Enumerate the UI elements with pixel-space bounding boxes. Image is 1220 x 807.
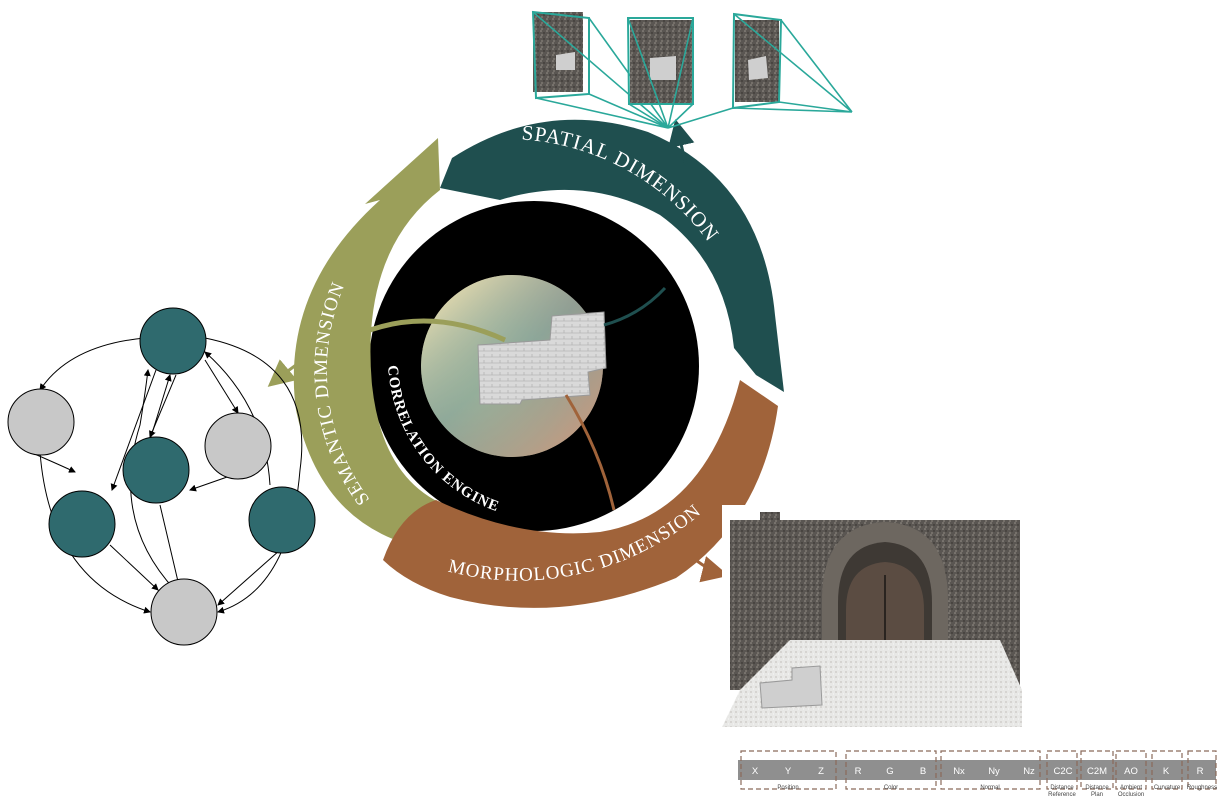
graph-edge <box>109 544 159 591</box>
feature-cell-label: AO <box>1124 766 1138 777</box>
arrow-to-graph <box>267 359 298 387</box>
feature-cell-label: B <box>920 766 926 777</box>
feature-group-label: Roughness <box>1187 785 1217 791</box>
feature-group-label: Normal <box>980 785 999 791</box>
feature-cell-label: C2C <box>1053 766 1072 777</box>
link-to-semantic <box>361 318 507 343</box>
feature-group-label: Curvature <box>1154 785 1181 791</box>
camera-view <box>626 17 694 129</box>
feature-cell-label: R <box>1197 766 1204 777</box>
graph-edge <box>39 337 146 391</box>
feature-group-label: Reference <box>1048 792 1076 798</box>
feature-cell-label: X <box>752 766 759 777</box>
graph-node <box>150 578 218 646</box>
graph-edge <box>110 369 157 491</box>
feature-cell-label: Nz <box>1023 766 1035 777</box>
graph-edge <box>204 351 271 486</box>
camera-views <box>531 10 853 129</box>
center-artifact <box>477 311 607 405</box>
graph-node <box>139 307 207 375</box>
feature-group-box <box>845 750 937 790</box>
feature-cell-label: K <box>1163 766 1170 777</box>
graph-node <box>48 490 116 558</box>
feature-cell-label: Y <box>785 766 792 777</box>
graph-edge <box>159 504 183 591</box>
feature-group-label: Occlusion <box>1118 792 1144 798</box>
graph-edge <box>189 475 231 492</box>
feature-strip: X Y Z R G B Nx Ny Nz C2C C2M AO K R Position Color Norma… <box>738 750 1217 798</box>
feature-group-box <box>1187 750 1217 790</box>
arrow-to-pointcloud <box>688 553 729 583</box>
link-to-spatial <box>603 286 667 327</box>
graph-edge <box>149 374 172 441</box>
feature-cell-label: C2M <box>1087 766 1107 777</box>
feature-strip-background <box>738 760 1216 780</box>
morphologic-arrow <box>383 380 778 608</box>
feature-group-box <box>1151 750 1183 790</box>
feature-group-box <box>940 750 1041 790</box>
point-cloud-image <box>722 505 1022 727</box>
feature-group-label: Ambient <box>1120 785 1142 791</box>
feature-group-label: Position <box>777 785 798 791</box>
feature-group-box <box>740 750 837 790</box>
feature-cell-label: Ny <box>988 766 1000 777</box>
feature-group-box <box>1115 750 1147 790</box>
feature-group-box <box>1080 750 1114 790</box>
feature-group-label: Distance <box>1050 785 1074 791</box>
semantic-graph <box>7 307 316 646</box>
feature-group-box <box>1046 750 1078 790</box>
feature-group-label: Plan <box>1091 792 1103 798</box>
link-to-morphologic <box>564 394 616 511</box>
feature-group-label: Distance <box>1085 785 1109 791</box>
feature-group-label: Color <box>884 785 898 791</box>
feature-cell-label: Nx <box>953 766 965 777</box>
graph-edge <box>217 549 281 606</box>
feature-cell-label: Z <box>818 766 824 777</box>
camera-view <box>531 10 669 129</box>
graph-edge <box>204 337 303 614</box>
graph-node <box>204 412 272 480</box>
graph-edge <box>204 359 239 414</box>
feature-cell-label: R <box>855 766 862 777</box>
semantic-arrow <box>293 138 445 543</box>
spatial-arrow <box>440 119 784 392</box>
graph-node <box>7 388 75 456</box>
graph-node <box>248 486 316 554</box>
camera-view <box>667 12 853 129</box>
feature-cell-label: G <box>886 766 893 777</box>
graph-node <box>122 436 190 504</box>
